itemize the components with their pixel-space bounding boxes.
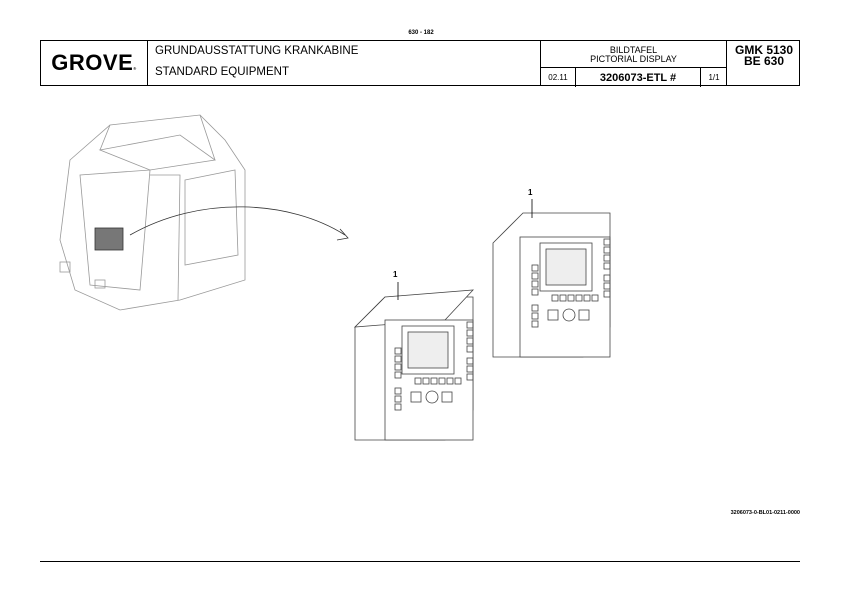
drawing-code: 3206073-0-BL01-0211-0000 xyxy=(730,510,800,516)
display-panel-front xyxy=(353,289,474,441)
panel-button xyxy=(603,290,611,298)
panel-button xyxy=(551,294,559,302)
panel-button xyxy=(422,377,430,385)
callout-rear: 1 xyxy=(528,188,533,197)
panel-button xyxy=(466,373,474,381)
panel-button xyxy=(394,387,402,395)
panel-button xyxy=(466,365,474,373)
panel-button xyxy=(438,377,446,385)
date: 02.11 xyxy=(541,68,576,87)
panel-button xyxy=(466,357,474,365)
footer-divider xyxy=(40,561,800,562)
panel-button xyxy=(430,377,438,385)
panel-button xyxy=(531,280,539,288)
grove-logo: GROVE® xyxy=(41,41,148,85)
panel-button xyxy=(394,371,402,379)
panel-button xyxy=(603,262,611,270)
panel-button xyxy=(394,347,402,355)
panel-button xyxy=(591,294,599,302)
panel-button xyxy=(414,377,422,385)
panel-button xyxy=(567,294,575,302)
panel-button xyxy=(559,294,567,302)
title-cell: GRUNDAUSSTATTUNG KRANKABINE STANDARD EQU… xyxy=(148,41,541,85)
panel-button xyxy=(466,337,474,345)
panel-button xyxy=(531,272,539,280)
panel-button xyxy=(446,377,454,385)
panel-button xyxy=(603,254,611,262)
callout-front: 1 xyxy=(393,270,398,279)
panel-button xyxy=(466,321,474,329)
crane-cab-illustration xyxy=(59,114,246,311)
panel-button xyxy=(466,345,474,353)
panel-button xyxy=(531,312,539,320)
panel-button xyxy=(394,355,402,363)
pointer-arrow xyxy=(129,206,346,236)
panel-button xyxy=(394,363,402,371)
sheet-type-german: BILDTAFEL xyxy=(609,45,658,55)
panel-button xyxy=(583,294,591,302)
panel-button xyxy=(394,403,402,411)
panel-button xyxy=(531,320,539,328)
panel-button xyxy=(531,288,539,296)
panel-button xyxy=(394,395,402,403)
title-english: STANDARD EQUIPMENT xyxy=(155,66,289,78)
part-number: 3206073-ETL # xyxy=(576,68,701,87)
sheet-count: 1/1 xyxy=(708,73,720,82)
panel-button xyxy=(575,294,583,302)
model-sub: BE 630 xyxy=(743,54,785,68)
panel-button xyxy=(603,246,611,254)
panel-button xyxy=(466,329,474,337)
display-panel-rear xyxy=(492,212,611,358)
panel-button xyxy=(603,274,611,282)
model: GMK 5130 xyxy=(734,43,794,57)
panel-button xyxy=(531,304,539,312)
title-block: GROVE® GRUNDAUSSTATTUNG KRANKABINE STAND… xyxy=(40,40,801,87)
panel-button xyxy=(531,264,539,272)
page-number: 630 - 182 xyxy=(408,30,434,36)
panel-button xyxy=(454,377,462,385)
sheet-type-english: PICTORIAL DISPLAY xyxy=(590,54,677,64)
panel-button xyxy=(603,282,611,290)
title-german: GRUNDAUSSTATTUNG KRANKABINE xyxy=(155,45,359,57)
panel-button xyxy=(603,238,611,246)
